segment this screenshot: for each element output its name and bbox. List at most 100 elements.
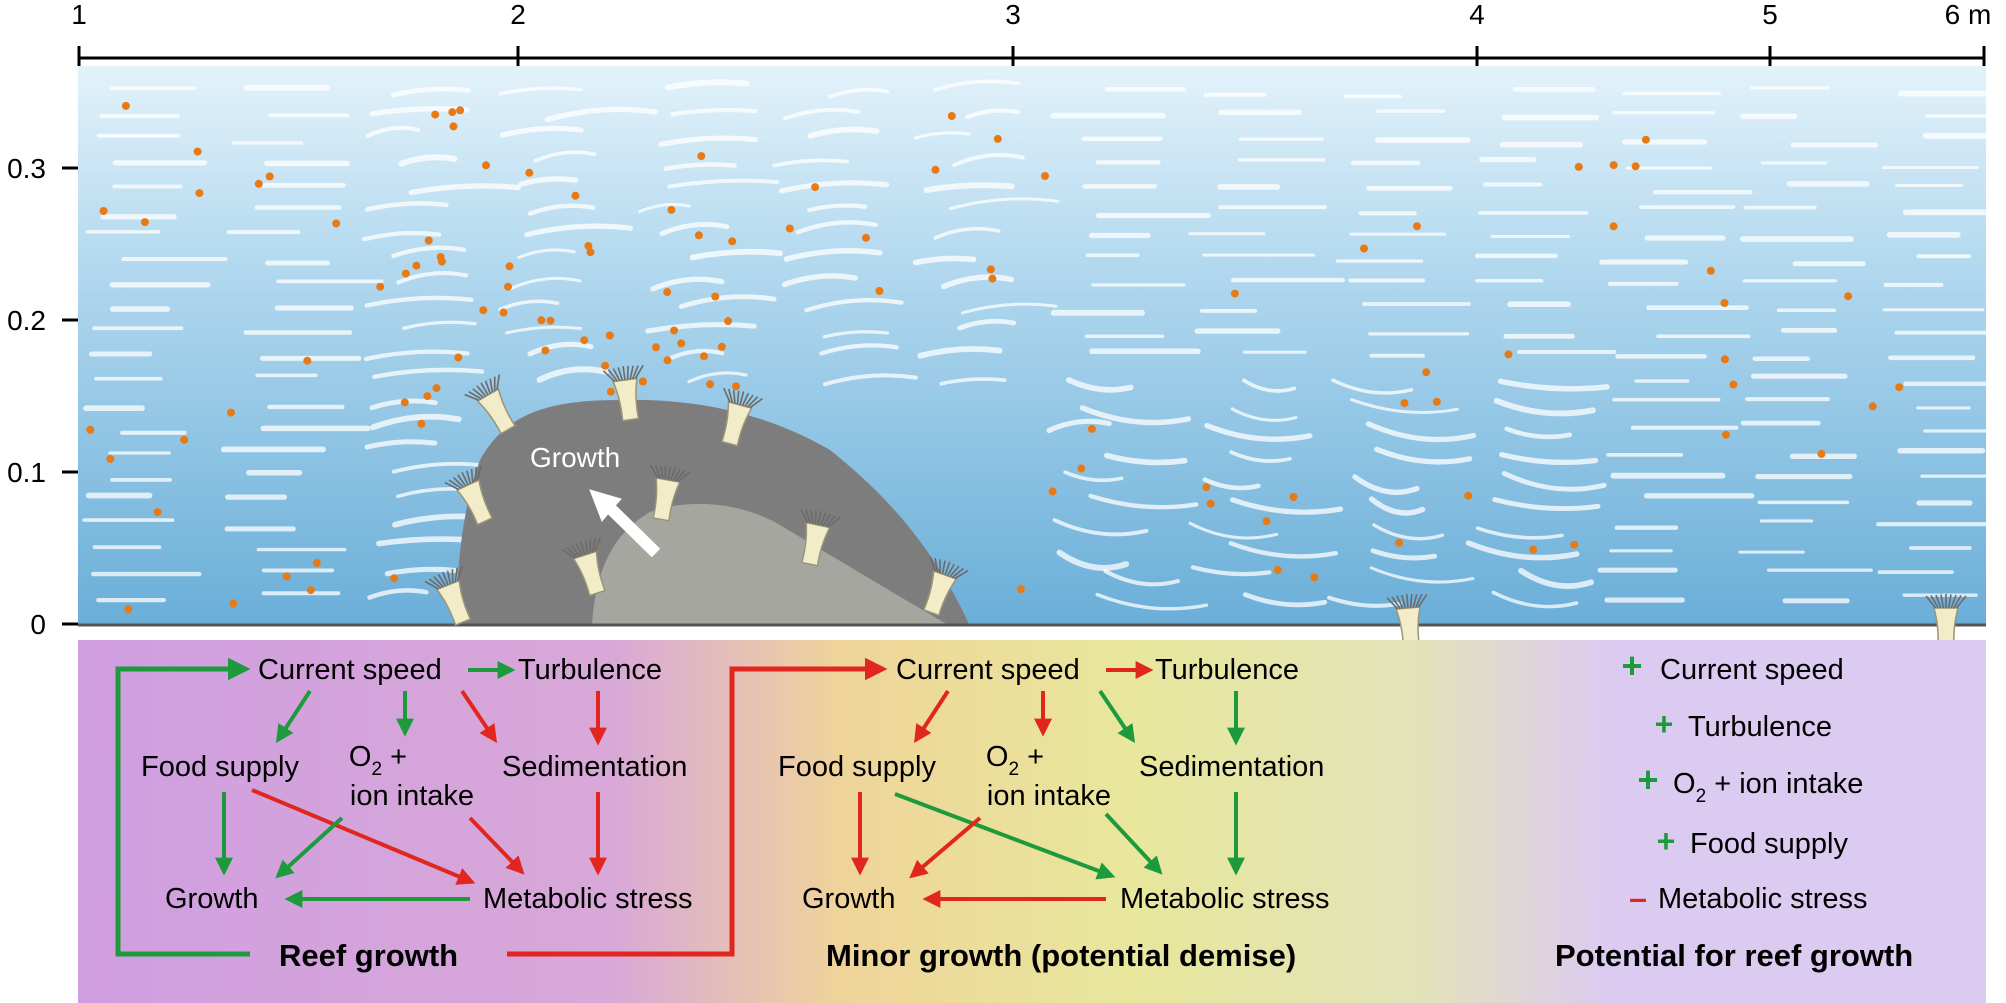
flow-streak <box>391 461 489 474</box>
node-current-speed: Current speed <box>896 654 1080 686</box>
food-particle <box>606 387 615 396</box>
flow-streak <box>365 125 421 139</box>
water-scene: Growth <box>78 66 2006 650</box>
x-tick-label: 6 m <box>1945 0 1992 30</box>
food-particle <box>717 342 726 351</box>
o2-subscript: 2 <box>1008 759 1019 780</box>
food-particle <box>586 248 595 257</box>
flow-streak <box>917 346 1003 359</box>
flow-streak <box>940 274 1015 290</box>
food-particle <box>180 435 189 444</box>
food-particle <box>724 317 733 326</box>
o2-plus: + <box>1019 741 1044 773</box>
flow-streak <box>663 162 737 171</box>
food-particle <box>401 269 410 278</box>
flow-streak <box>965 108 1020 120</box>
legend-o2-ion-intake: O2 + ion intake <box>1673 768 1863 807</box>
flow-streak <box>939 377 1007 386</box>
flow-streak <box>957 318 1017 331</box>
food-particle <box>265 172 274 181</box>
mechanism-panel <box>78 640 1986 1003</box>
food-particle <box>986 265 995 274</box>
panel-minor-growth: Current speed Turbulence Food supply O2 … <box>778 654 1330 973</box>
food-particle <box>694 231 703 240</box>
food-particle <box>1077 464 1086 473</box>
flow-streak <box>948 197 1060 211</box>
flow-streak <box>1188 521 1279 540</box>
o2-subscript: 2 <box>1696 786 1707 807</box>
transition-arrow <box>507 657 888 957</box>
arrow-o2-to-stress <box>468 816 525 875</box>
flow-streak <box>1202 477 1261 491</box>
flow-streak <box>952 152 1025 168</box>
flow-streak <box>912 255 977 266</box>
flow-streak <box>650 276 725 292</box>
flow-streak <box>1056 549 1130 571</box>
flow-streak <box>384 566 458 577</box>
sign-negative-icon: – <box>1629 880 1647 916</box>
footer-minor-growth: Minor growth (potential demise) <box>826 938 1296 973</box>
arrow-o2-to-growth <box>909 816 982 879</box>
legend-panel: + Current speed + Turbulence + O2 + ion … <box>1555 645 1913 973</box>
food-particle <box>437 257 446 266</box>
node-current-speed: Current speed <box>258 654 442 686</box>
flow-streak <box>782 107 861 121</box>
flow-streak <box>1518 567 1595 590</box>
reef-light-core <box>592 503 950 626</box>
x-tick-label: 3 <box>1005 0 1021 30</box>
flow-streak <box>498 299 560 312</box>
flow-streak <box>1372 523 1445 541</box>
flow-streak <box>1331 378 1414 395</box>
coral-polyp-icon <box>649 464 691 522</box>
node-turbulence: Turbulence <box>1155 654 1299 686</box>
food-particle <box>711 292 720 301</box>
panel-reef-growth: Current speed Turbulence Food supply O2 … <box>115 654 888 973</box>
flow-streak <box>390 86 471 98</box>
y-tick-label: 0.1 <box>7 457 46 488</box>
food-particle <box>677 339 686 348</box>
flow-streak <box>1499 452 1599 466</box>
flow-streak <box>933 79 1020 92</box>
flow-streak <box>1104 452 1188 466</box>
coral-polyp-icon <box>800 508 841 567</box>
food-particle <box>448 108 457 117</box>
food-particle <box>99 207 108 215</box>
flow-streak <box>804 298 904 313</box>
feedback-loop-arrow <box>115 657 251 957</box>
flow-streak <box>960 302 1058 315</box>
food-particle <box>947 112 956 120</box>
flow-streak <box>822 330 890 339</box>
flow-streak <box>517 248 576 259</box>
flow-streak <box>498 86 583 96</box>
flow-streak <box>913 131 971 140</box>
flow-streak <box>772 158 850 168</box>
food-particle <box>1422 368 1431 377</box>
flow-streak <box>1229 497 1344 515</box>
flow-streak <box>1046 418 1112 434</box>
flow-streak <box>527 203 596 216</box>
arrow-food-to-stress <box>894 792 1116 880</box>
flow-streak <box>783 248 883 262</box>
food-particle <box>505 262 514 271</box>
arrow-current-to-food <box>276 689 312 744</box>
food-particle <box>993 134 1002 143</box>
food-particle <box>1868 402 1877 411</box>
flow-streak <box>795 220 878 235</box>
flow-streak <box>819 343 899 356</box>
flow-streak <box>645 322 757 334</box>
x-tick-label: 5 <box>1762 0 1778 30</box>
flow-streak <box>1352 474 1420 495</box>
food-particle <box>431 110 440 119</box>
food-particle <box>1262 517 1271 526</box>
food-particle <box>580 336 589 345</box>
food-particle <box>1817 449 1826 458</box>
flow-streak <box>670 108 758 117</box>
food-particle <box>417 419 426 428</box>
food-particle <box>1230 289 1239 298</box>
flow-streak <box>533 150 597 163</box>
food-particle <box>584 242 593 250</box>
food-particle <box>1609 222 1618 231</box>
flow-streak <box>1493 397 1596 417</box>
flow-streak <box>1095 592 1209 611</box>
flow-streak <box>1374 446 1473 465</box>
